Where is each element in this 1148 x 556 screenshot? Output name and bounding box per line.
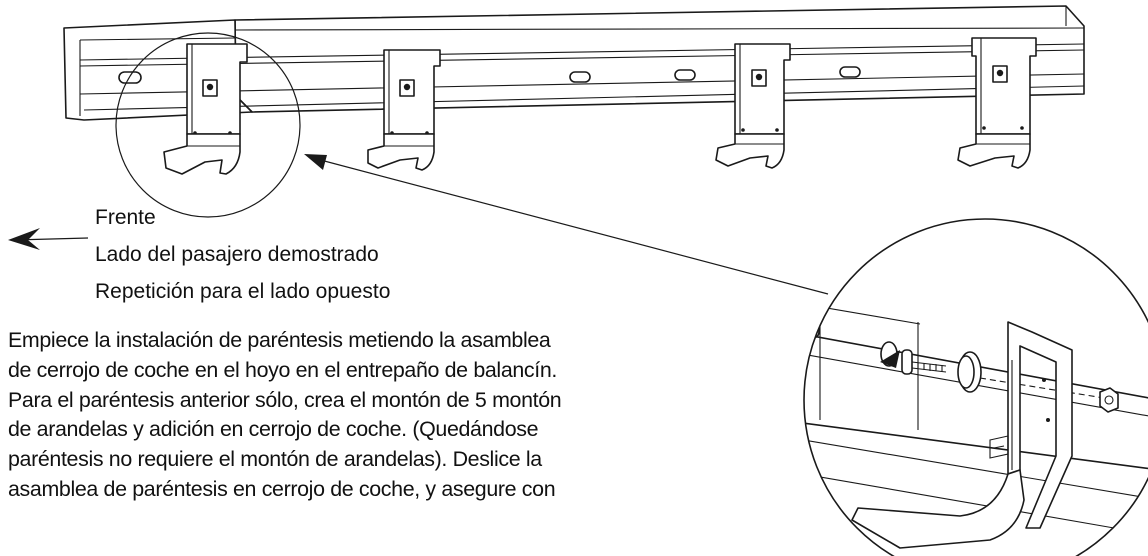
repeat-label: Repetición para el lado opuesto <box>95 280 391 303</box>
instruction-line: asamblea de paréntesis en cerrojo de coc… <box>8 476 556 501</box>
detail-callout-circle <box>115 32 301 218</box>
bracket-1 <box>163 43 248 175</box>
detail-leader <box>304 154 829 295</box>
front-label: Frente <box>95 206 156 229</box>
instruction-line: Empiece la instalación de paréntesis met… <box>8 328 551 352</box>
instructions-text: Empiece la instalación de paréntesis met… <box>8 326 718 505</box>
magnified-detail <box>803 218 1148 556</box>
side-shown-label: Lado del pasajero demostrado <box>95 243 379 266</box>
bracket-4 <box>957 37 1037 169</box>
instruction-line: Para el paréntesis anterior sólo, crea e… <box>8 387 562 412</box>
instruction-line: paréntesis no requiere el montón de aran… <box>8 447 542 472</box>
bracket-3 <box>715 43 791 169</box>
instruction-line: de arandelas y adición en cerrojo de coc… <box>8 417 539 442</box>
bracket-2 <box>367 49 441 171</box>
front-arrow <box>8 228 89 250</box>
instruction-line: de cerrojo de coche en el hoyo en el ent… <box>8 357 557 382</box>
